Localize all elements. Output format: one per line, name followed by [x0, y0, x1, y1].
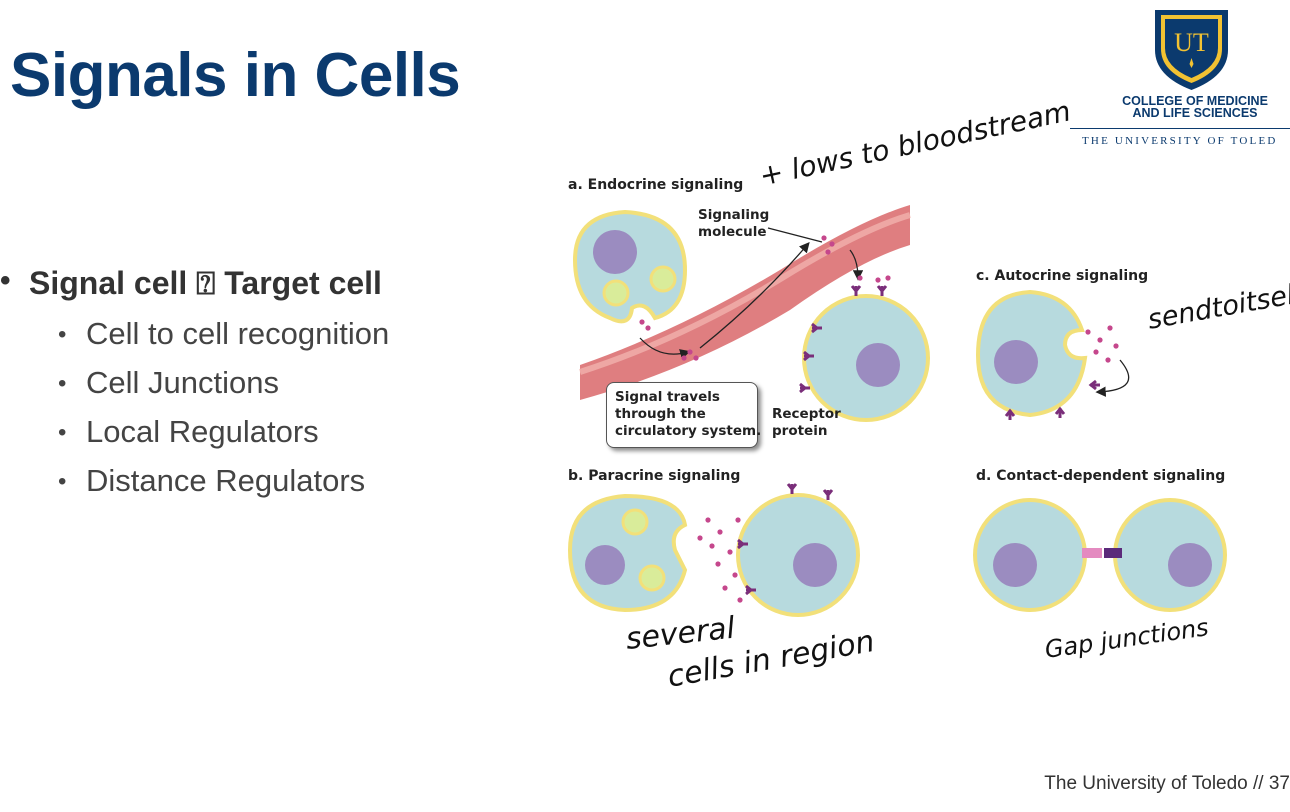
bullet-dot-icon: • — [58, 419, 67, 446]
sub-bullet-text: Cell to cell recognition — [86, 316, 390, 351]
bullet-dot-icon: • — [58, 370, 67, 397]
slide-footer: The University of Toledo // 37 — [1044, 773, 1290, 794]
university-name: THE UNIVERSITY OF TOLED — [1082, 135, 1278, 147]
receptor-proteins — [737, 285, 1100, 596]
signaling-molecule-label: Signaling molecule — [698, 207, 770, 240]
panel-c-label: c. Autocrine signaling — [976, 268, 1149, 284]
panel-a-label: a. Endocrine signaling — [568, 177, 744, 193]
bullet-dot-icon: • — [0, 264, 11, 297]
sub-bullet-text: Local Regulators — [86, 414, 319, 449]
sub-bullet-text: Distance Regulators — [86, 463, 366, 498]
sub-bullet-text: Cell Junctions — [86, 365, 279, 400]
university-logo: UT COLLEGE OF MEDICINE AND LIFE SCIENCES… — [1070, 6, 1290, 156]
panel-d-label: d. Contact-dependent signaling — [976, 468, 1226, 484]
logo-divider — [1070, 128, 1290, 129]
cell-signaling-figure: a. Endocrine signaling b. Paracrine sign… — [560, 160, 1290, 640]
bullet-main-text: Signal cell ⍰ Target cell — [29, 265, 382, 301]
signaling-diagram — [567, 205, 1227, 617]
shield-icon: UT — [1155, 10, 1228, 90]
callout-text: Signal travels through the circulatory s… — [615, 389, 762, 439]
circulatory-callout: Signal travels through the circulatory s… — [606, 382, 762, 448]
receptor-label: Receptor protein — [772, 406, 841, 439]
bullet-dot-icon: • — [58, 321, 67, 348]
slide-title: Signals in Cells — [10, 41, 461, 110]
svg-text:UT: UT — [1174, 28, 1209, 57]
bullet-dot-icon: • — [58, 468, 67, 495]
nucleus — [856, 343, 900, 387]
signaling-molecules — [639, 235, 1119, 603]
college-name: COLLEGE OF MEDICINE AND LIFE SCIENCES — [1122, 94, 1268, 120]
nucleus — [593, 230, 637, 274]
panel-b-label: b. Paracrine signaling — [568, 468, 741, 484]
